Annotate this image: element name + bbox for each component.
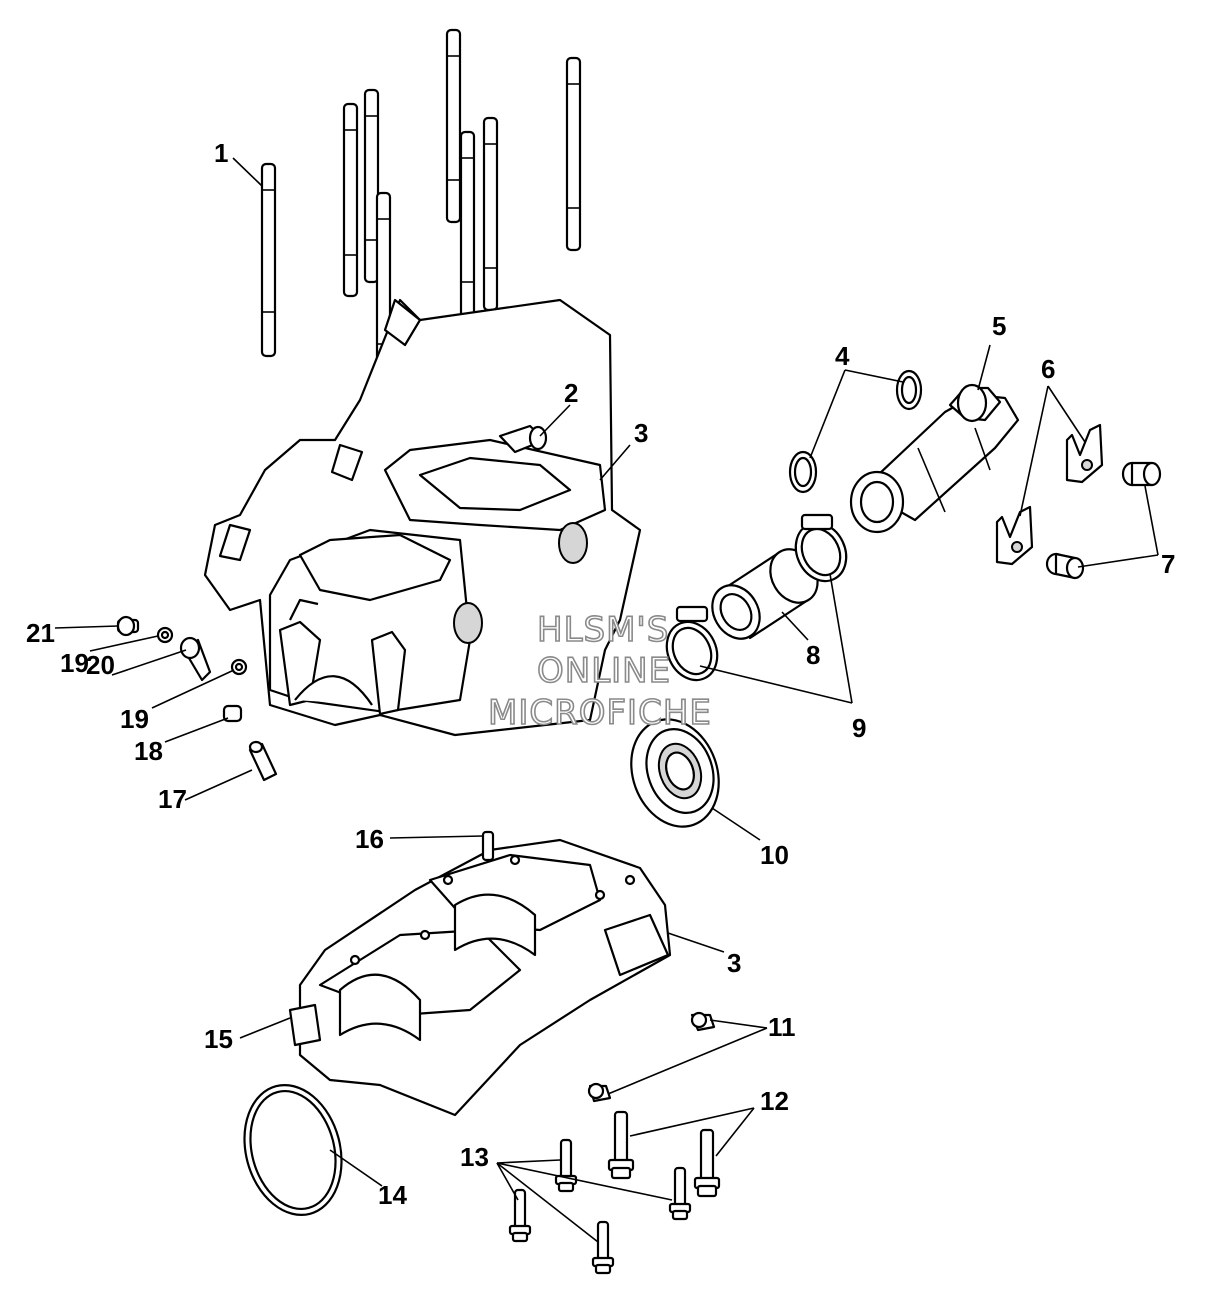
hose-clamp [794, 513, 848, 583]
callout-14: 14 [378, 1180, 407, 1210]
callout-12: 12 [760, 1086, 789, 1116]
callout-17: 17 [158, 784, 187, 814]
flange-bolt [693, 1128, 721, 1198]
callout-18: 18 [134, 736, 163, 766]
stud [342, 102, 359, 298]
lower-crankcase [288, 830, 672, 1117]
callout-6: 6 [1041, 354, 1055, 384]
o-ring [788, 450, 818, 494]
watermark-line-2: ONLINE [537, 651, 671, 691]
callout-3-lower: 3 [727, 948, 741, 978]
snap-ring [243, 1083, 343, 1217]
mount-bracket [1065, 423, 1104, 484]
hose-clamp [665, 605, 719, 682]
flange-bolt [668, 1166, 692, 1221]
callout-labels: 1 2 3 4 5 6 7 8 9 10 3 11 12 13 14 15 16… [26, 138, 1175, 1210]
screw [1045, 552, 1085, 580]
callout-13: 13 [460, 1142, 489, 1172]
leader-lines [54, 157, 1159, 1243]
banjo-bolt [116, 615, 140, 637]
flange-bolt [508, 1188, 532, 1243]
callout-8: 8 [806, 640, 820, 670]
stud [565, 56, 582, 252]
washer [230, 658, 248, 676]
callout-11: 11 [768, 1012, 796, 1042]
stud [363, 88, 380, 284]
stud-group [260, 28, 582, 387]
mount-bracket [995, 505, 1034, 566]
plug [222, 704, 243, 723]
callout-19: 19 [60, 648, 89, 678]
callout-4: 4 [835, 341, 850, 371]
callout-9: 9 [852, 713, 866, 743]
pin [248, 740, 278, 782]
callout-1: 1 [214, 138, 228, 168]
watermark-line-1: HLSM'S [537, 610, 669, 650]
callout-19-lower: 19 [120, 704, 149, 734]
flange-bolt [554, 1138, 578, 1193]
upper-crankcase [203, 298, 642, 737]
flange-bolt [607, 1110, 635, 1180]
watermark: HLSM'S ONLINE MICROFICHE [487, 609, 712, 734]
callout-15: 15 [204, 1024, 233, 1054]
callout-2: 2 [564, 378, 578, 408]
plug [587, 1082, 612, 1103]
o-ring [895, 369, 923, 411]
callout-5: 5 [992, 311, 1006, 341]
callout-10: 10 [760, 840, 789, 870]
coolant-elbow [849, 383, 1020, 534]
washer [156, 626, 174, 644]
callout-16: 16 [355, 824, 384, 854]
screw [1121, 461, 1162, 487]
stud [260, 162, 277, 358]
dowel-pin [498, 424, 548, 454]
callout-20: 20 [86, 650, 115, 680]
flange-bolt [591, 1220, 615, 1275]
callout-7: 7 [1161, 549, 1175, 579]
stud [459, 130, 476, 326]
stud [482, 116, 499, 312]
callout-21: 21 [26, 618, 55, 648]
fitting [179, 636, 212, 682]
oil-seal [630, 718, 720, 828]
stud [445, 28, 462, 224]
plug [690, 1011, 716, 1032]
watermark-line-3: MICROFICHE [488, 693, 712, 733]
callout-3: 3 [634, 418, 648, 448]
